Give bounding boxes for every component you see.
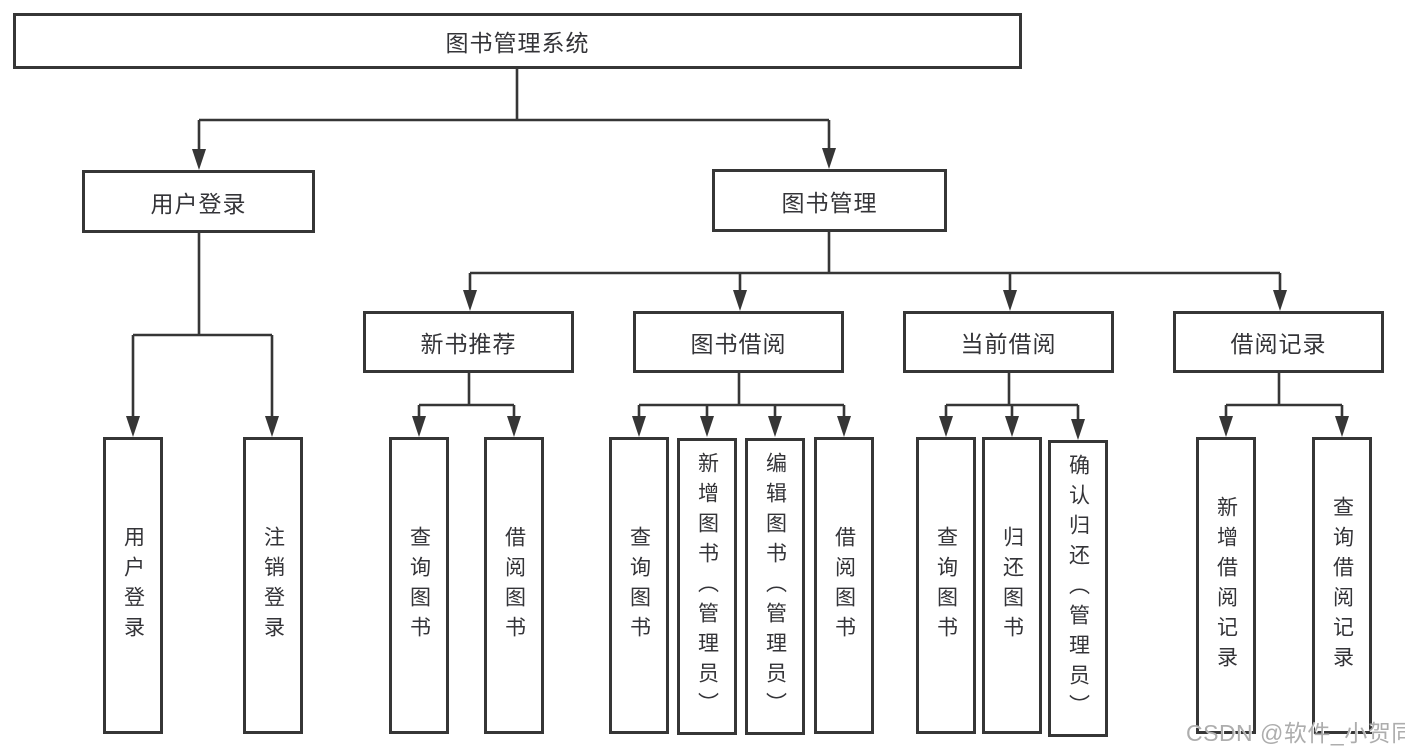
- connector-book-mgmt-branch: [468, 232, 1282, 292]
- leaf-confirm-return-admin: 确认归还（管理员）: [1048, 440, 1108, 737]
- connector-new-book-branch: [417, 373, 516, 418]
- leaf-add-books-admin: 新增图书（管理员）: [677, 438, 737, 735]
- node-borrowing-records: 借阅记录: [1173, 311, 1384, 373]
- arrowhead: [1335, 416, 1349, 437]
- csdn-watermark: CSDN @软件_小贺同学: [1186, 720, 1405, 746]
- arrowhead: [1005, 416, 1019, 437]
- arrowhead: [1003, 290, 1017, 311]
- arrowhead: [192, 149, 206, 170]
- arrowhead: [126, 416, 140, 437]
- leaf-borrow-books-borrowing: 借阅图书: [814, 437, 874, 734]
- node-book-management: 图书管理: [712, 169, 947, 232]
- arrowhead: [837, 416, 851, 437]
- node-root: 图书管理系统: [13, 13, 1022, 69]
- leaf-query-books-recommend: 查询图书: [389, 437, 449, 734]
- arrowhead: [1071, 419, 1085, 440]
- arrowhead: [412, 416, 426, 437]
- leaf-add-borrow-record: 新增借阅记录: [1196, 437, 1256, 734]
- arrowhead: [265, 416, 279, 437]
- leaf-query-books-borrowing: 查询图书: [609, 437, 669, 734]
- node-book-borrowing: 图书借阅: [633, 311, 844, 373]
- leaf-query-books-current: 查询图书: [916, 437, 976, 734]
- node-current-borrowing: 当前借阅: [903, 311, 1114, 373]
- connector-root-branch: [197, 69, 831, 151]
- node-user-login: 用户登录: [82, 170, 315, 233]
- arrowhead: [768, 416, 782, 437]
- connector-current-branch: [944, 373, 1080, 421]
- leaf-edit-books-admin: 编辑图书（管理员）: [745, 438, 805, 735]
- connector-user-login-branch: [131, 233, 274, 418]
- leaf-user-login: 用户登录: [103, 437, 163, 734]
- arrowhead: [733, 290, 747, 311]
- node-new-book-recommend: 新书推荐: [363, 311, 574, 373]
- leaf-query-borrow-record: 查询借阅记录: [1312, 437, 1372, 734]
- connector-borrowing-branch: [637, 373, 846, 418]
- arrowhead: [939, 416, 953, 437]
- leaf-logout: 注销登录: [243, 437, 303, 734]
- arrowhead: [632, 416, 646, 437]
- arrowhead: [1273, 290, 1287, 311]
- arrowhead: [463, 290, 477, 311]
- leaf-return-books: 归还图书: [982, 437, 1042, 734]
- arrowhead: [822, 148, 836, 169]
- arrowhead: [700, 416, 714, 437]
- arrowhead: [507, 416, 521, 437]
- arrowhead: [1219, 416, 1233, 437]
- connector-records-branch: [1224, 373, 1344, 418]
- leaf-borrow-books-recommend: 借阅图书: [484, 437, 544, 734]
